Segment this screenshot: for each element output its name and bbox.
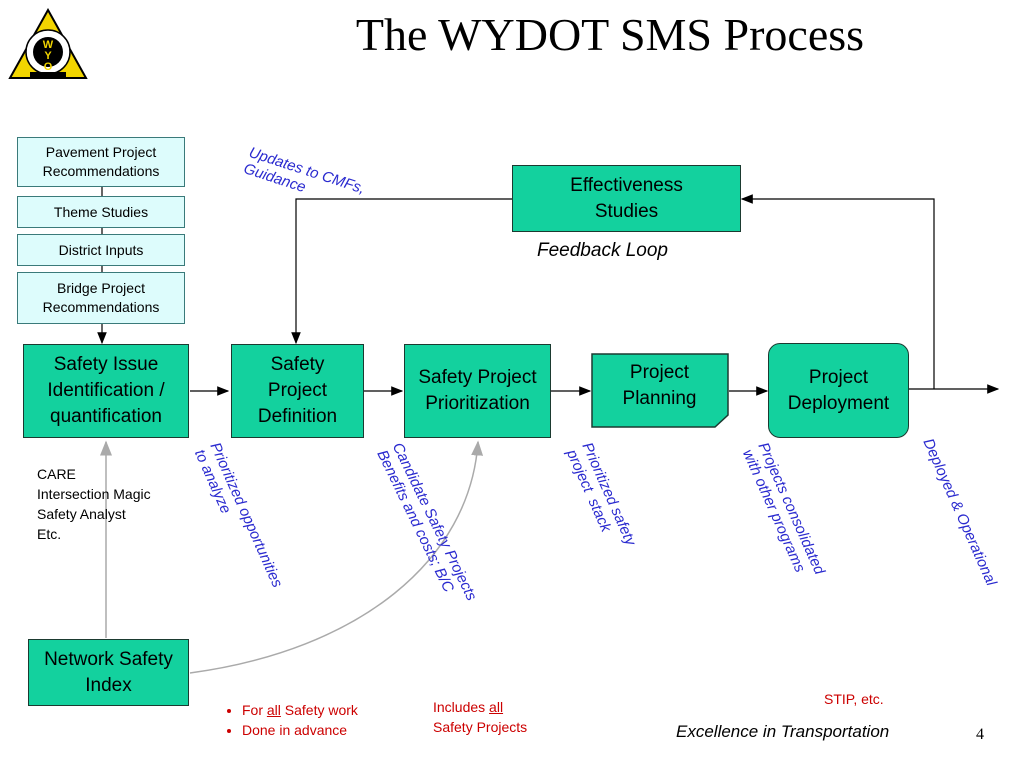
includes-all-note: Includes all Safety Projects [433,699,528,735]
project-planning-label: Project Planning [622,362,697,409]
network-index-notes: For all Safety work Done in advance [228,700,358,740]
index-to-prioritization-arrow [189,440,484,674]
effectiveness-studies-box: Effectiveness Studies [512,165,741,232]
tool-item: Intersection Magic [37,486,151,502]
note-bullet-all-safety-work: For all Safety work [242,700,358,720]
tools-list: CARE Intersection Magic Safety Analyst E… [37,464,151,544]
svg-text:Y: Y [44,50,52,62]
svg-text:O: O [44,61,53,73]
slide-title: The WYDOT SMS Process [355,9,865,60]
safety-issue-identification-box: Safety Issue Identification / quantifica… [23,344,189,438]
safety-project-definition-box: Safety Project Definition [231,344,364,438]
wydot-logo: W Y O [8,8,88,79]
tool-item: Etc. [37,526,62,542]
page-number: 4 [976,726,984,743]
effectiveness-to-definition-arrow [291,198,512,345]
feedback-loop-label: Feedback Loop [537,240,668,261]
project-deployment-box: Project Deployment [768,343,909,438]
project-planning-shape [591,353,729,428]
footer-tagline: Excellence in Transportation [676,722,890,741]
tool-item: CARE [37,466,76,482]
stip-note: STIP, etc. [824,691,884,707]
bridge-recommendations-box: Bridge Project Recommendations [17,272,185,324]
theme-studies-box: Theme Studies [17,196,185,228]
network-safety-index-box: Network Safety Index [28,639,189,706]
feedback-to-effectiveness-arrow [740,194,935,389]
note-bullet-done-in-advance: Done in advance [242,720,358,740]
district-inputs-box: District Inputs [17,234,185,266]
tool-item: Safety Analyst [37,506,126,522]
svg-text:W: W [43,39,54,51]
pavement-recommendations-box: Pavement Project Recommendations [17,137,185,187]
safety-project-prioritization-box: Safety Project Prioritization [404,344,551,438]
